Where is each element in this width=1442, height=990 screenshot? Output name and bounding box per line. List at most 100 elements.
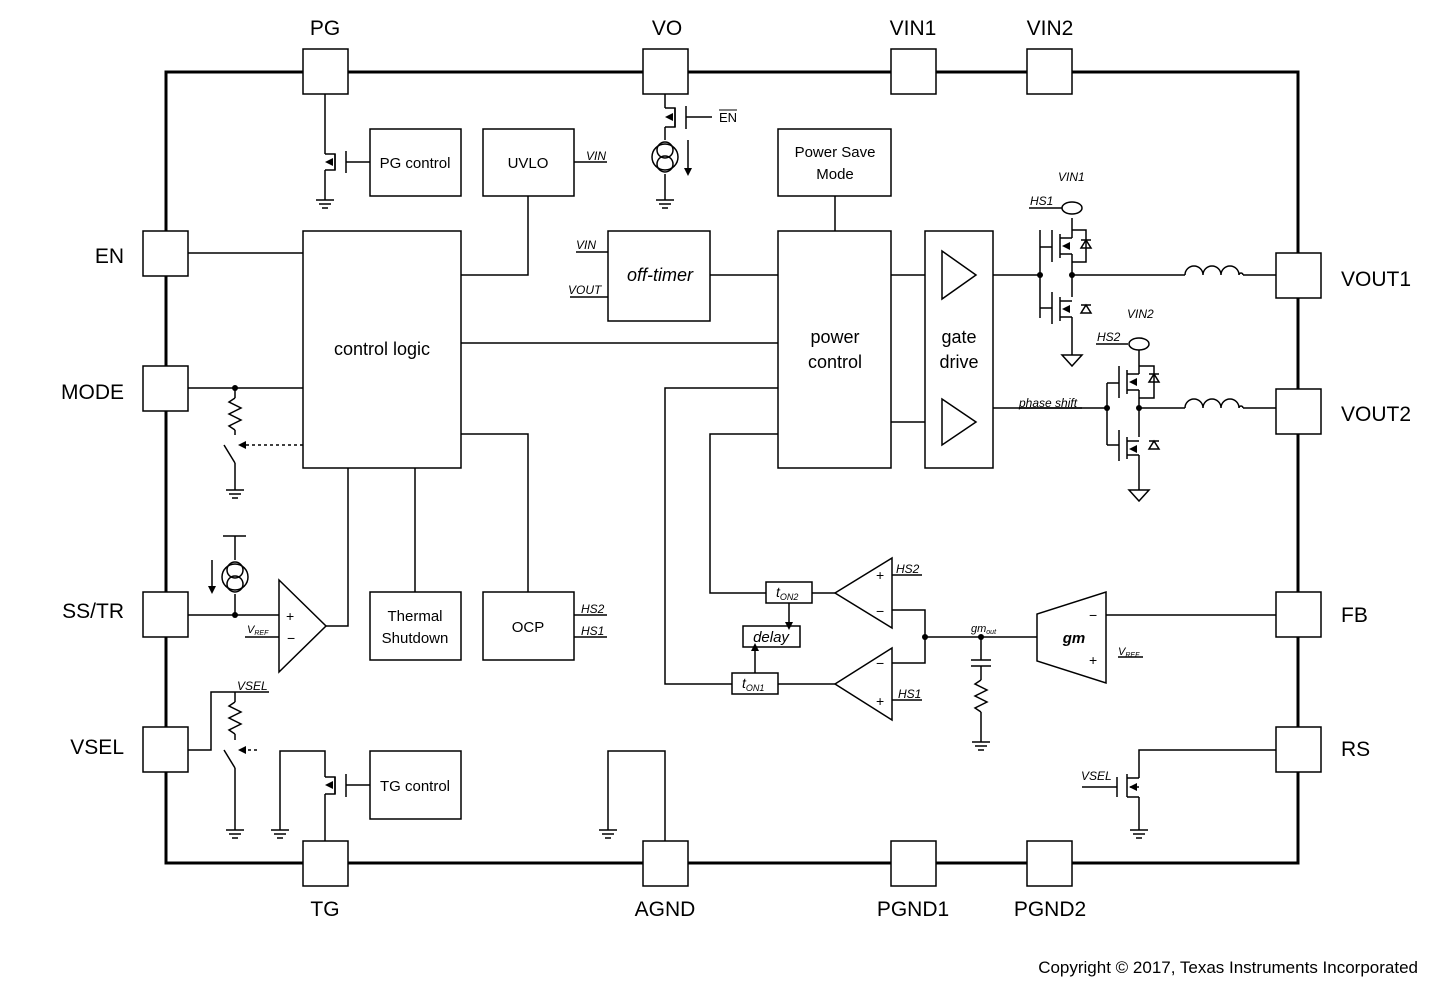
offtimer-vin-label: VIN (576, 238, 596, 252)
pin-vin1-box[interactable] (890, 48, 937, 95)
delay-label: delay (753, 629, 790, 646)
pin-agnd-label: AGND (635, 898, 696, 921)
thermal-label-1: Thermal (387, 608, 442, 625)
svg-text:−: − (876, 655, 884, 671)
comparator-hs1 (833, 646, 893, 722)
pin-mode-box[interactable] (142, 365, 189, 412)
uvlo-vin-label: VIN (586, 149, 606, 163)
comp-hs2-label: HS2 (896, 562, 920, 576)
pin-fb-box[interactable] (1275, 591, 1322, 638)
svg-text:−: − (287, 630, 295, 646)
pin-vout1-label: VOUT1 (1341, 268, 1411, 291)
gate-drive-label-1: gate (941, 327, 976, 347)
vref2-label: VREF (1118, 646, 1140, 659)
pin-pg-box[interactable] (302, 48, 349, 95)
sstr-amplifier (278, 578, 328, 674)
hs1-label: HS1 (1030, 194, 1053, 208)
gate-buffer-top (941, 249, 978, 301)
thermal-label-2: Shutdown (382, 630, 449, 647)
pin-sstr-label: SS/TR (62, 600, 124, 623)
pin-pgnd1-label: PGND1 (877, 898, 949, 921)
ton2-label: tON2 (776, 584, 798, 602)
pin-vsel-box[interactable] (142, 726, 189, 773)
vref-sub: REF (254, 630, 269, 637)
svg-text:−: − (1089, 607, 1097, 623)
wires (188, 94, 1276, 841)
gmout-sub: out (986, 629, 997, 636)
pin-vout1-box[interactable] (1275, 252, 1322, 299)
pin-fb-label: FB (1341, 604, 1368, 627)
comp-hs1-label: HS1 (898, 687, 921, 701)
svg-text:+: + (1089, 652, 1097, 668)
pin-vsel-label: VSEL (70, 736, 124, 759)
power-save-label-2: Mode (816, 166, 854, 183)
pin-vo-box[interactable] (642, 48, 689, 95)
pin-tg-box[interactable] (302, 840, 349, 887)
svg-text:−: − (876, 603, 884, 619)
pin-rs-box[interactable] (1275, 726, 1322, 773)
pg-control-label: PG control (380, 155, 451, 172)
comparator-hs2 (833, 556, 893, 630)
power-control-label-2: control (808, 352, 862, 372)
hs2-label: HS2 (1097, 330, 1121, 344)
gate-drive-block (924, 230, 994, 469)
svg-text:+: + (876, 693, 884, 709)
pin-sstr-box[interactable] (142, 591, 189, 638)
gmout-base: gm (971, 623, 986, 635)
vo-current-source (651, 143, 679, 171)
ground-symbols (226, 199, 1151, 839)
pin-vin1-label: VIN1 (890, 17, 937, 40)
ocp-hs2-label: HS2 (581, 602, 605, 616)
delay-block (742, 625, 801, 648)
vsel-switch-label: VSEL (237, 679, 268, 693)
ton1-sub: ON1 (746, 683, 765, 693)
ton1-label: tON1 (742, 675, 764, 693)
vref-base: V (247, 624, 256, 636)
vref2-sub: REF (1125, 652, 1140, 659)
power-save-label-1: Power Save (795, 144, 876, 161)
pin-vin2-box[interactable] (1026, 48, 1073, 95)
ocp-hs1-label: HS1 (581, 624, 604, 638)
power-save-mode-block (777, 128, 892, 197)
uvlo-label: UVLO (508, 155, 549, 172)
pin-en-label: EN (95, 245, 124, 268)
ton2-sub: ON2 (780, 592, 799, 602)
offtimer-vout-label: VOUT (568, 283, 603, 297)
pin-pgnd1-box[interactable] (890, 840, 937, 887)
vref-label: VREF (247, 624, 269, 637)
pin-agnd-box[interactable] (642, 840, 689, 887)
package-outline (164, 70, 1300, 865)
hs1-sense (1061, 201, 1083, 215)
signal-labels: EN VIN VIN VOUT VIN1 HS1 VIN2 HS2 phase … (237, 109, 1154, 783)
pin-mode-label: MODE (61, 381, 124, 404)
rs-vsel-label: VSEL (1081, 769, 1112, 783)
gm-label: gm (1062, 630, 1086, 647)
sstr-current-source (221, 563, 249, 591)
off-timer-block (607, 230, 711, 322)
gate-drive-label-2: drive (939, 352, 978, 372)
pin-pgnd2-box[interactable] (1026, 840, 1073, 887)
power-control-label-1: power (810, 327, 859, 347)
gm-amplifier (1036, 590, 1107, 685)
ocp-label: OCP (512, 619, 545, 636)
tg-control-label: TG control (380, 778, 450, 795)
svg-text:+: + (876, 567, 884, 583)
pin-vin2-label: VIN2 (1027, 17, 1074, 40)
pin-vo-label: VO (652, 17, 682, 40)
ton2-base: t (776, 584, 781, 600)
pin-vout2-label: VOUT2 (1341, 403, 1411, 426)
gmout-label: gmout (971, 623, 997, 636)
pin-rs-label: RS (1341, 738, 1370, 761)
pin-pg-label: PG (310, 17, 340, 40)
polarity-signs: + − + − − + − + (286, 567, 1097, 709)
en-bar-label: EN (719, 110, 737, 125)
pin-tg-label: TG (310, 898, 339, 921)
copyright-text: Copyright © 2017, Texas Instruments Inco… (1038, 958, 1418, 977)
pin-labels: PG VO VIN1 VIN2 EN MODE SS/TR VSEL VOUT1… (61, 17, 1411, 921)
power-control-block (777, 230, 892, 469)
phase-shift-label: phase shift (1018, 396, 1078, 410)
thermal-shutdown-block (369, 591, 462, 661)
pin-en-box[interactable] (142, 230, 189, 277)
pin-vout2-box[interactable] (1275, 388, 1322, 435)
